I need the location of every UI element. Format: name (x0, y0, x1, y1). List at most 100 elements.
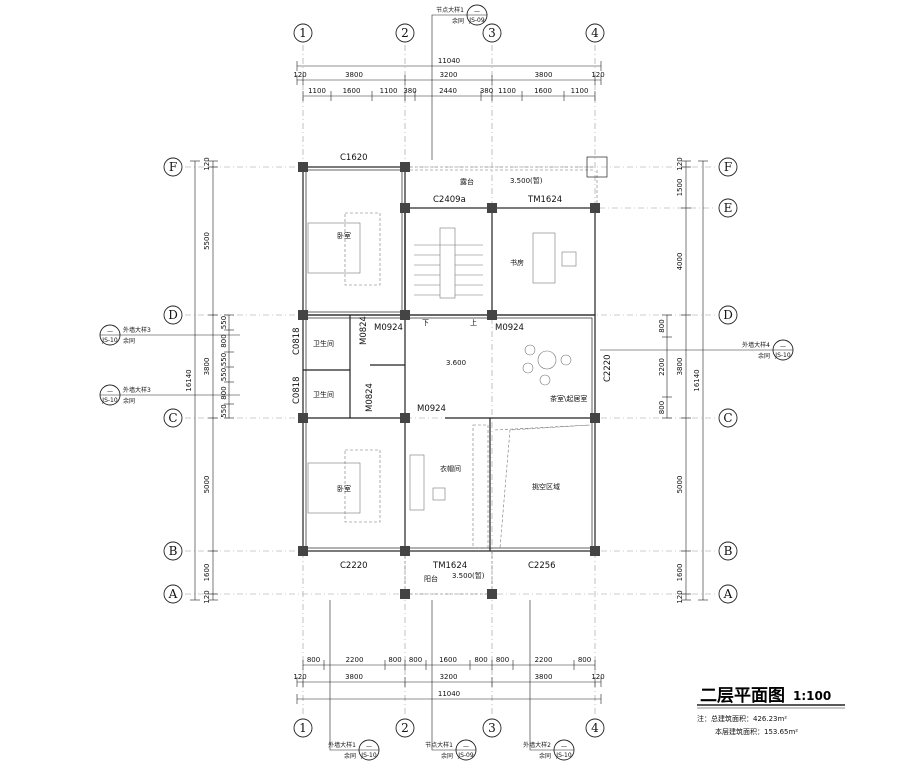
stair-down-label: 下 (422, 319, 429, 327)
dimension-text: 4000 (676, 253, 684, 271)
level-mark: 3.500(暂) (452, 571, 485, 580)
dimension-text: 380 (403, 87, 416, 95)
dimension-text: — (561, 743, 567, 750)
dimension-text: 余同 (758, 352, 770, 360)
dimension-text: 800 (658, 319, 666, 332)
dimension-text: 2200 (535, 656, 553, 664)
dimension-text: 800 (388, 656, 401, 664)
dimension-text: 550 (220, 404, 228, 417)
dimension-text: 3200 (440, 673, 458, 681)
dimension-text: 120 (203, 157, 211, 170)
dimension-text: — (463, 743, 469, 750)
door-label: M0824 (359, 316, 369, 345)
dimension-text: 120 (203, 590, 211, 603)
axis-bubble-label: B (169, 544, 178, 558)
door-label: M0924 (495, 323, 524, 333)
axis-bubble-label: D (168, 308, 178, 322)
axis-bubble-label: 2 (401, 721, 409, 735)
dimension-text: 3800 (535, 71, 553, 79)
dimension-text: JS-10 (101, 337, 118, 344)
axis-bubble-label: D (723, 308, 733, 322)
drawing-title: 二层平面图 (700, 686, 785, 706)
dimension-text: 3800 (535, 673, 553, 681)
room-label: 卧室 (337, 484, 351, 493)
dimension-text: — (474, 8, 480, 15)
axis-bubble-label: A (168, 587, 178, 601)
dimension-text: 1100 (498, 87, 516, 95)
dimension-text: 550 (220, 368, 228, 381)
stair-up-label: 上 (470, 318, 477, 327)
level-mark: 3.600 (446, 359, 466, 367)
dimension-text: JS-10 (101, 397, 118, 404)
window-label: C0818 (292, 376, 302, 404)
room-label: 茶室\起居室 (550, 394, 587, 403)
axis-bubble-label: 1 (299, 26, 307, 40)
dimension-text: 5500 (203, 232, 211, 250)
dimension-text: 1100 (380, 87, 398, 95)
axis-bubble-label: 2 (401, 26, 409, 40)
room-label: 露台 (460, 177, 474, 186)
door-label: TM1624 (432, 561, 467, 571)
detail-callouts: —JS-09节点大样1余同—JS-10外墙大样3余同—JS-10外墙大样3余同—… (99, 4, 794, 761)
dimension-text: 余同 (452, 17, 464, 25)
dimension-text: 16140 (693, 369, 701, 391)
dimension-text: JS-09 (457, 752, 474, 759)
dimension-text: 120 (293, 71, 306, 79)
dimension-text: JS-10 (774, 352, 791, 359)
dimension-text: 5000 (676, 476, 684, 494)
dimension-text: 5000 (203, 476, 211, 494)
dimension-text: 节点大样1 (436, 6, 464, 14)
room-label: 卫生间 (313, 390, 334, 399)
dimension-text: JS-10 (555, 752, 572, 759)
furniture (307, 212, 591, 549)
title-block: 二层平面图 1:100 注：总建筑面积：426.23m² 本层建筑面积：153.… (697, 686, 845, 736)
room-label: 卫生间 (313, 339, 334, 348)
dimension-text: 1100 (571, 87, 589, 95)
detail-callout: — JS-09 节点大样1 余同 (431, 4, 488, 160)
dimension-text: 外墙大样4 (742, 341, 770, 349)
room-labels: 卧室 书房 卫生间 卫生间 露台 茶室\起居室 衣帽间 卧室 挑空区域 阳台 (313, 177, 587, 583)
dimension-text: — (366, 743, 372, 750)
dimension-text: 3800 (345, 71, 363, 79)
door-label: M0924 (417, 404, 446, 414)
dimension-text: 120 (676, 157, 684, 170)
dimension-text: 1500 (676, 179, 684, 197)
dimension-text: 800 (658, 401, 666, 414)
room-label: 挑空区域 (532, 482, 560, 491)
door-label: M0924 (374, 323, 403, 333)
dimension-text: 800 (220, 334, 228, 347)
dimension-text: JS-10 (360, 752, 377, 759)
dimension-text: 1600 (343, 87, 361, 95)
floor-area-note: 本层建筑面积：153.65m² (715, 727, 798, 736)
dimension-text: 120 (293, 673, 306, 681)
dimension-text: 2200 (658, 358, 666, 376)
dimension-text: 800 (496, 656, 509, 664)
dimension-text: JS-09 (468, 17, 485, 24)
dimension-text: 余同 (441, 752, 453, 760)
level-mark: 3.500(暂) (510, 176, 543, 185)
drawing-scale: 1:100 (793, 689, 831, 703)
axis-lines (185, 45, 716, 716)
axis-bubble-label: C (723, 411, 732, 425)
dimension-text: 120 (591, 71, 604, 79)
dimension-text: 380 (480, 87, 493, 95)
window-label: C2409a (433, 195, 466, 205)
window-label: C2220 (603, 354, 613, 382)
dimension-text: 外墙大样3 (123, 326, 151, 334)
dimension-text: 余同 (539, 752, 551, 760)
dimension-text: 800 (474, 656, 487, 664)
opening-labels: C1620 C2409a TM1624 M0924 M0924 M0924 M0… (292, 153, 613, 580)
dimension-text: 余同 (344, 752, 356, 760)
dimension-text: 1600 (203, 564, 211, 582)
columns (298, 162, 600, 599)
dimension-text: — (107, 328, 113, 335)
total-area-note: 注：总建筑面积：426.23m² (697, 714, 787, 723)
dimension-text: 550 (220, 353, 228, 366)
dimension-text: 3800 (676, 358, 684, 376)
